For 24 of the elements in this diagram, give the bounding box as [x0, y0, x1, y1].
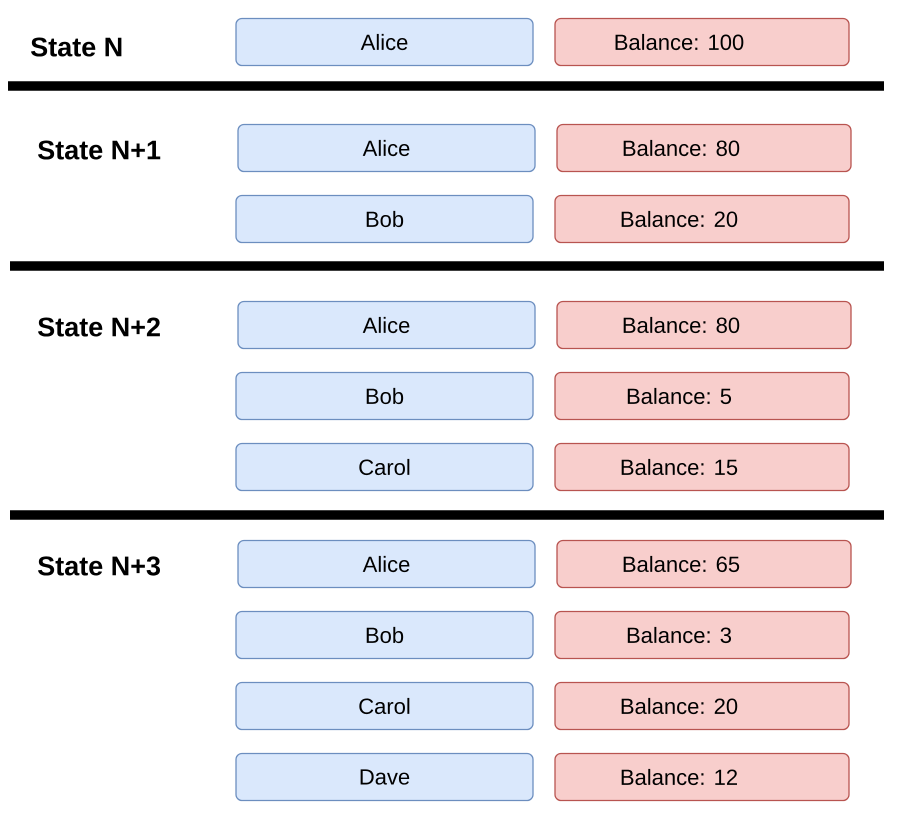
state-heading: State N+3	[38, 556, 160, 576]
name-box: Carol	[235, 442, 534, 492]
balance-box: Balance: 12	[554, 752, 850, 802]
balance-box: Balance: 5	[554, 372, 850, 420]
name-box: Alice	[235, 18, 534, 66]
name-box: Carol	[235, 682, 534, 730]
balance-box: Balance: 65	[556, 540, 852, 588]
balance-box: Balance: 3	[554, 610, 850, 660]
name-box: Bob	[235, 194, 534, 244]
name-box: Bob	[235, 610, 534, 660]
name-box: Alice	[237, 540, 536, 588]
name-box: Alice	[237, 124, 536, 172]
balance-box: Balance: 15	[554, 442, 850, 492]
name-box: Alice	[237, 300, 536, 350]
state-heading: State N+1	[38, 140, 160, 160]
state-heading: State N	[31, 37, 122, 57]
balance-box: Balance: 20	[554, 194, 850, 244]
balance-box: Balance: 100	[554, 18, 850, 66]
balance-box: Balance: 80	[556, 300, 852, 350]
balance-box: Balance: 80	[556, 124, 852, 172]
balance-box: Balance: 20	[554, 682, 850, 730]
name-box: Dave	[235, 752, 534, 802]
name-box: Bob	[235, 372, 534, 420]
state-heading: State N+2	[38, 317, 160, 337]
